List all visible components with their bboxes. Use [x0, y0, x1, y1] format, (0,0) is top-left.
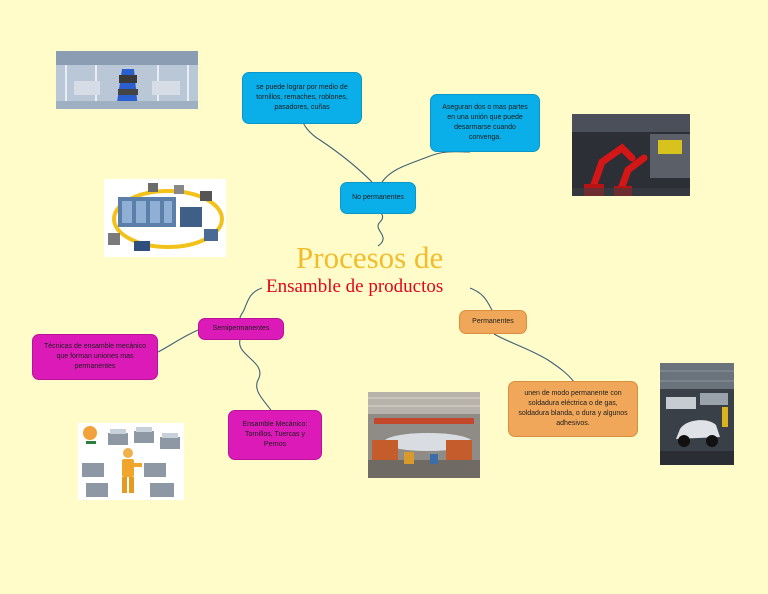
link-permanentes-to-welding	[493, 333, 575, 383]
map-title-line1: Procesos de	[296, 240, 444, 275]
link-semipermanentes-to-techniques	[157, 329, 199, 353]
subtopic-mechanical-techniques[interactable]: Técnicas de ensamble mecánico que forman…	[32, 334, 158, 380]
topic-no-permanentes[interactable]: No permanentes	[340, 182, 416, 214]
assembly-line-photo	[56, 51, 198, 109]
link-no-permanentes-to-disassemble	[381, 151, 471, 183]
link-title-to-permanentes	[469, 287, 493, 311]
subtopic-fastener-methods[interactable]: se puede lograr por medio de tornillos, …	[242, 72, 362, 124]
link-semipermanentes-to-mechanical	[239, 339, 273, 413]
link-no-permanentes-to-screws	[301, 119, 373, 183]
worker-parts-bins-illustration	[78, 423, 184, 500]
topic-semipermanentes[interactable]: Semipermanentes	[198, 318, 284, 340]
red-robot-arms-photo	[572, 114, 690, 196]
topic-permanentes[interactable]: Permanentes	[459, 310, 527, 334]
link-title-to-semipermanentes	[239, 287, 263, 319]
subtopic-welding-adhesives[interactable]: unen de modo permanente con soldadura el…	[508, 381, 638, 437]
map-title-line2: Ensamble de productos	[266, 276, 444, 297]
subtopic-removable-union[interactable]: Aseguran dos o mas partes en una unión q…	[430, 94, 540, 152]
production-cell-diagram	[104, 179, 226, 257]
car-assembly-line-photo	[660, 363, 734, 465]
subtopic-screws-nuts-bolts[interactable]: Ensamble Mecánico: Tornillos, Tuercas y …	[228, 410, 322, 460]
aircraft-assembly-hall-photo	[368, 392, 480, 478]
